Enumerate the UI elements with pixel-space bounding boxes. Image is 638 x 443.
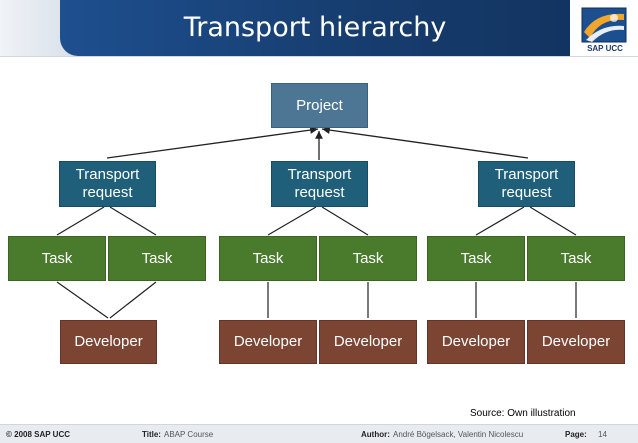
task-label: Task bbox=[252, 249, 284, 267]
slide-footer: © 2008 SAP UCC Title: ABAP Course Author… bbox=[0, 424, 638, 443]
task-box: Task bbox=[108, 236, 206, 281]
footer-page-value: 14 bbox=[598, 430, 607, 439]
task-box: Task bbox=[8, 236, 106, 281]
line-task-5-request bbox=[475, 206, 525, 236]
slide-header: Transport hierarchy SAP UCC bbox=[0, 0, 638, 69]
developer-box: Developer bbox=[527, 320, 625, 364]
line-task-3-request bbox=[267, 206, 317, 236]
transport-request-box: Transport request bbox=[478, 161, 575, 207]
footer-author-value: André Bögelsack, Valentin Nicolescu bbox=[393, 430, 524, 439]
line-task-4-request bbox=[321, 206, 369, 236]
sap-ucc-logo bbox=[581, 7, 627, 43]
developer-box: Developer bbox=[219, 320, 317, 364]
task-box: Task bbox=[219, 236, 317, 281]
developer-label: Developer bbox=[333, 333, 403, 350]
developer-label: Developer bbox=[233, 333, 303, 350]
project-label: Project bbox=[296, 96, 343, 114]
developer-box: Developer bbox=[60, 320, 157, 364]
task-label: Task bbox=[560, 249, 592, 267]
header-divider bbox=[0, 56, 638, 69]
arrow-request-1-project bbox=[106, 126, 319, 159]
project-box: Project bbox=[271, 83, 368, 128]
developer-label: Developer bbox=[541, 333, 611, 350]
task-label: Task bbox=[460, 249, 492, 267]
header-band bbox=[60, 0, 570, 56]
developer-box: Developer bbox=[319, 320, 417, 364]
line-task-2-developer bbox=[109, 281, 157, 319]
slide-title: Transport hierarchy bbox=[183, 12, 447, 43]
developer-label: Developer bbox=[74, 333, 143, 350]
task-box: Task bbox=[319, 236, 417, 281]
footer-title-value: ABAP Course bbox=[164, 430, 214, 439]
transport-request-label: Transport request bbox=[287, 166, 352, 201]
task-box: Task bbox=[527, 236, 625, 281]
transport-request-label: Transport request bbox=[75, 166, 140, 201]
arrow-request-3-project bbox=[321, 126, 529, 159]
task-label: Task bbox=[141, 249, 173, 267]
line-task-2-request bbox=[109, 206, 157, 236]
developer-box: Developer bbox=[427, 320, 525, 364]
transport-request-label: Transport request bbox=[494, 166, 559, 201]
line-task-1-request bbox=[56, 206, 105, 236]
logo-text: SAP UCC bbox=[587, 44, 623, 53]
footer-author-label: Author: bbox=[361, 430, 390, 439]
line-task-1-developer bbox=[56, 281, 109, 319]
source-note: Source: Own illustration bbox=[470, 408, 576, 419]
task-label: Task bbox=[352, 249, 384, 267]
transport-request-box: Transport request bbox=[59, 161, 156, 207]
task-box: Task bbox=[427, 236, 525, 281]
task-label: Task bbox=[41, 249, 73, 267]
transport-request-box: Transport request bbox=[271, 161, 368, 207]
footer-copyright: © 2008 SAP UCC bbox=[6, 430, 70, 439]
developer-label: Developer bbox=[441, 333, 511, 350]
footer-title-label: Title: bbox=[142, 430, 161, 439]
footer-page-label: Page: bbox=[565, 430, 587, 439]
line-task-6-request bbox=[529, 206, 577, 236]
